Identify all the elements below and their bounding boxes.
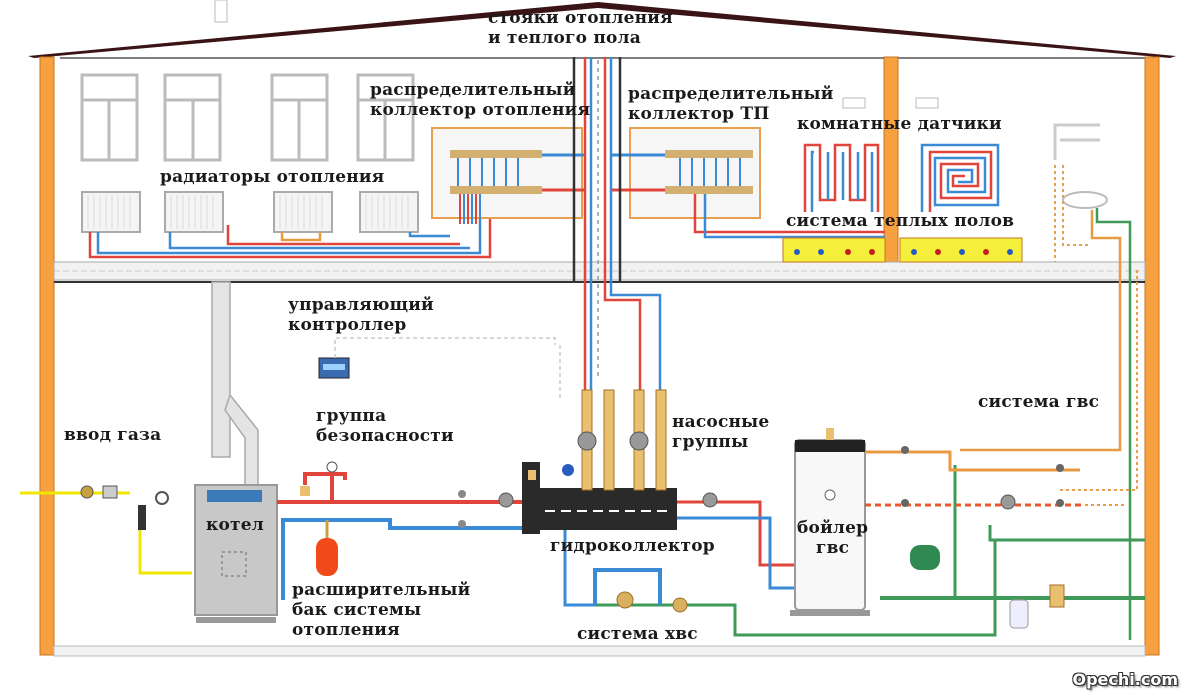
floor-slab-upper <box>53 261 1146 281</box>
radiator <box>359 191 419 233</box>
floor-manifold <box>610 127 885 239</box>
inner-column <box>883 56 899 273</box>
label-floor-manifold: распределительный коллектор ТП <box>628 84 834 124</box>
right-wall <box>1144 56 1160 656</box>
gas-valves <box>80 485 169 530</box>
label-controller: управляющий контроллер <box>288 295 434 335</box>
sink-and-towel-rail <box>960 123 1138 640</box>
safety-group <box>300 461 347 502</box>
radiator <box>273 191 333 233</box>
radiators <box>81 191 419 233</box>
hot-water-valves <box>901 446 1064 510</box>
label-cold-water: система хвс <box>577 624 698 644</box>
hydro-collector <box>522 462 677 534</box>
label-pump-groups: насосные группы <box>672 412 770 452</box>
heating-manifold <box>431 127 585 224</box>
label-risers: стояки отопления и теплого пола <box>488 8 673 48</box>
floor-heating-loops <box>803 143 1000 212</box>
window <box>356 73 415 162</box>
pump-groups <box>562 389 667 491</box>
expansion-tank <box>316 520 338 576</box>
controller <box>318 337 561 400</box>
label-safety-group: группа безопасности <box>316 406 454 446</box>
main-pipes <box>277 500 525 600</box>
watermark: Opechi.com <box>1072 670 1179 689</box>
floor-slab-lower <box>53 645 1146 657</box>
label-hydro-collector: гидроколлектор <box>550 536 715 556</box>
floor-screed <box>782 237 1023 263</box>
label-expansion-tank: расширительный бак системы отопления <box>292 580 471 640</box>
room-sensors <box>842 97 939 109</box>
chimney <box>211 281 259 486</box>
dhw-boiler <box>790 428 870 616</box>
cold-water-fittings <box>616 545 1065 629</box>
dhw-boiler-pipes <box>677 492 795 590</box>
label-gas-inlet: ввод газа <box>64 425 162 445</box>
label-floor-heating: система теплых полов <box>786 211 1015 231</box>
radiator <box>81 191 141 233</box>
risers <box>572 57 662 390</box>
label-boiler: котел <box>206 515 264 535</box>
label-hot-water: система гвс <box>978 392 1100 412</box>
windows <box>80 73 415 162</box>
window <box>80 73 139 162</box>
window <box>270 73 329 162</box>
hot-water-pipes <box>865 450 1140 542</box>
main-valves <box>458 490 514 528</box>
label-radiators: радиаторы отопления <box>160 167 385 187</box>
left-wall <box>39 56 55 656</box>
window <box>163 73 222 162</box>
radiator-pipes <box>88 210 492 259</box>
label-heating-manifold: распределительный коллектор отопления <box>370 80 591 120</box>
label-room-sensors: комнатные датчики <box>797 114 1002 134</box>
radiator <box>164 191 224 233</box>
boiler <box>194 484 278 623</box>
label-dhw-boiler: бойлер гвс <box>797 518 869 558</box>
